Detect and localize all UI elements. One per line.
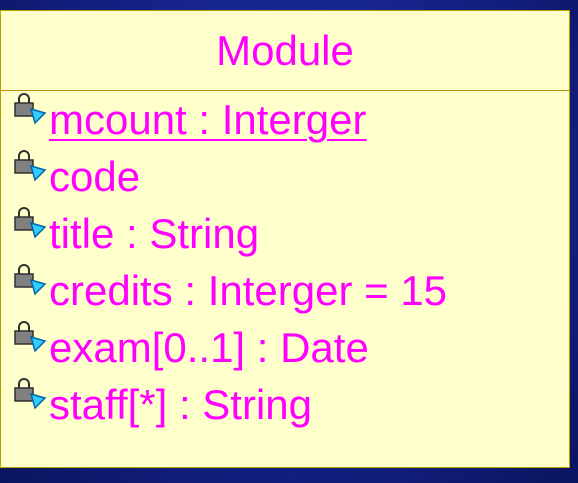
attribute-text: mcount : Interger [49,95,367,143]
attribute-row: title : String [1,205,569,262]
private-lock-icon [14,378,47,410]
attribute-row: exam[0..1] : Date [1,319,569,376]
attribute-text: staff[*] : String [49,380,313,428]
attribute-row: mcount : Interger [1,91,569,148]
private-lock-icon [14,207,47,239]
attribute-text: exam[0..1] : Date [49,323,369,371]
attribute-text: code [49,152,141,200]
attribute-text: title : String [49,209,260,257]
attribute-list: mcount : Interger code title : String [1,91,569,433]
class-name: Module [1,11,569,91]
private-lock-icon [14,93,47,125]
attribute-row: staff[*] : String [1,376,569,433]
private-lock-icon [14,321,47,353]
uml-class-box: Module mcount : Interger code t [0,10,570,468]
private-lock-icon [14,264,47,296]
attribute-row: credits : Interger = 15 [1,262,569,319]
private-lock-icon [14,150,47,182]
attribute-row: code [1,148,569,205]
attribute-text: credits : Interger = 15 [49,266,448,314]
